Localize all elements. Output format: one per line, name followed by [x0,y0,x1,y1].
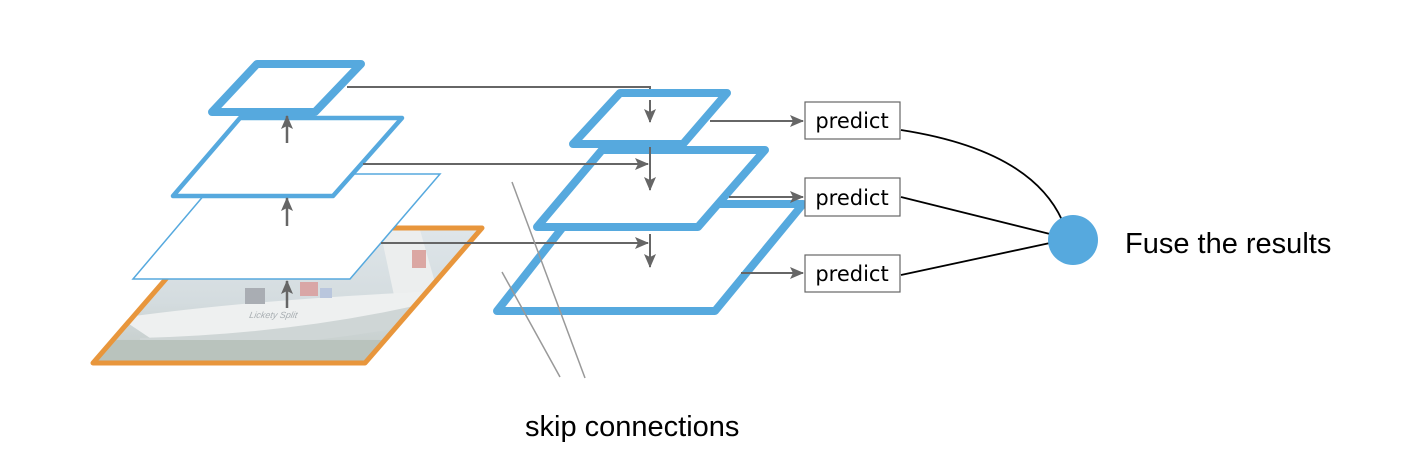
boat-name-text: Lickety Split [249,310,299,320]
predict-box-3: predict [804,254,901,293]
fuse-connector-3 [900,242,1051,276]
skip-connection-line-1 [511,181,586,379]
left-layer-1 [131,173,442,280]
predict-box-1-label: predict [815,109,888,133]
skip-connection-line-2 [501,271,561,378]
predict-box-2-label: predict [815,186,888,210]
predict-box-3-label: predict [815,262,888,286]
skip-connections-label: skip connections [525,411,739,443]
fuse-node [1048,215,1098,265]
fuse-label: Fuse the results [1125,228,1331,260]
predict-box-1: predict [804,101,901,140]
fuse-connector-1 [900,129,1063,221]
predict-box-2: predict [804,177,901,217]
left-layer-3 [208,60,365,116]
left-layer-2 [170,115,405,199]
fuse-connector-2 [900,196,1051,235]
